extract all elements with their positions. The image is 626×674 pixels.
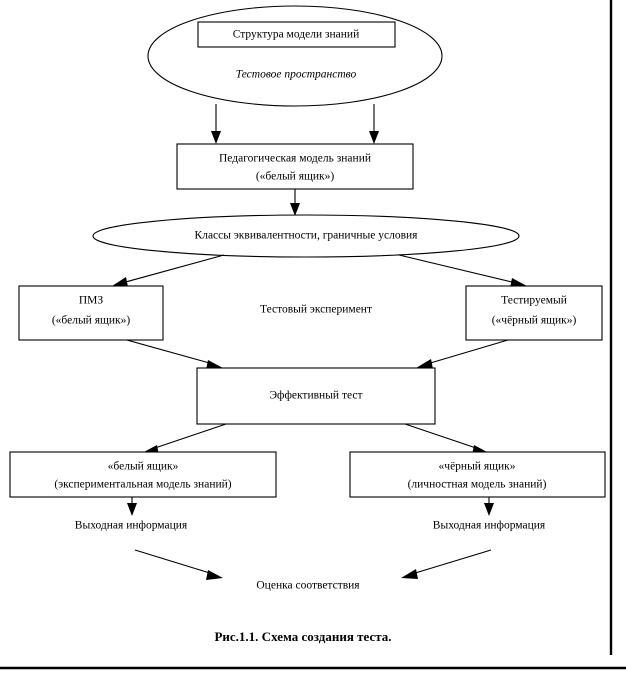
node-test-space-title: Структура модели знаний	[233, 29, 360, 41]
arrow-head-icon	[401, 569, 418, 579]
figure-caption: Рис.1.1. Схема создания теста.	[214, 629, 391, 644]
arrow-head-icon	[290, 203, 300, 216]
node-equivalence-classes-label: Классы эквивалентности, граничные услови…	[195, 230, 419, 242]
arrow-head-icon	[369, 131, 379, 144]
node-test-space-subtitle: Тестовое пространство	[236, 69, 357, 81]
arrow-head-icon	[484, 503, 494, 516]
node-black-box-line1: «чёрный ящик»	[439, 461, 516, 473]
edge-pmz-to-effective-test	[126, 339, 214, 365]
node-pmz-box	[18, 285, 164, 341]
edge-output-right-to-conformance	[411, 549, 492, 575]
node-black-box	[349, 451, 606, 498]
node-black-box-line2: (личностная модель знаний)	[408, 479, 547, 491]
edge-equivalence-to-pmz	[121, 254, 225, 284]
node-equivalence-classes-ellipse	[92, 214, 520, 258]
node-pmz-line1: ПМЗ	[79, 295, 104, 307]
node-effective-test-box	[196, 367, 436, 425]
node-white-box-line2: (экспериментальная модель знаний)	[54, 479, 231, 491]
arrow-head-icon	[127, 503, 137, 516]
node-test-space-inner-box	[197, 21, 396, 48]
edge-testee-to-effective-test	[426, 339, 509, 365]
arrow-head-icon	[206, 570, 223, 580]
node-white-box-line1: «белый ящик»	[108, 461, 179, 473]
edge-equivalence-to-testee	[398, 254, 517, 284]
node-output-left-label: Выходная информация	[75, 520, 188, 532]
arrow-head-icon	[211, 131, 221, 144]
node-pedagogical-model-line2: («белый ящик»)	[256, 171, 335, 183]
arrow-head-icon	[416, 359, 433, 369]
node-white-box	[9, 451, 277, 498]
node-pedagogical-model-line1: Педагогическая модель знаний	[219, 153, 371, 165]
node-testee-line2: («чёрный ящик»)	[492, 315, 577, 327]
node-effective-test-label: Эффективный тест	[269, 390, 362, 402]
node-conformance-label: Оценка соответствия	[256, 580, 360, 592]
node-output-right-label: Выходная информация	[433, 520, 546, 532]
edge-effective-test-to-black-box	[404, 423, 480, 450]
node-testee-line1: Тестируемый	[501, 295, 567, 307]
edge-effective-test-to-white-box	[151, 423, 227, 450]
node-test-experiment-label: Тестовый эксперимент	[260, 304, 372, 316]
arrow-head-icon	[112, 277, 128, 287]
edge-output-left-to-conformance	[134, 549, 214, 575]
node-pedagogical-model-box	[176, 143, 414, 190]
node-testee-box	[465, 285, 603, 341]
node-test-space-ellipse	[147, 5, 443, 107]
node-pmz-line2: («белый ящик»)	[52, 315, 131, 327]
